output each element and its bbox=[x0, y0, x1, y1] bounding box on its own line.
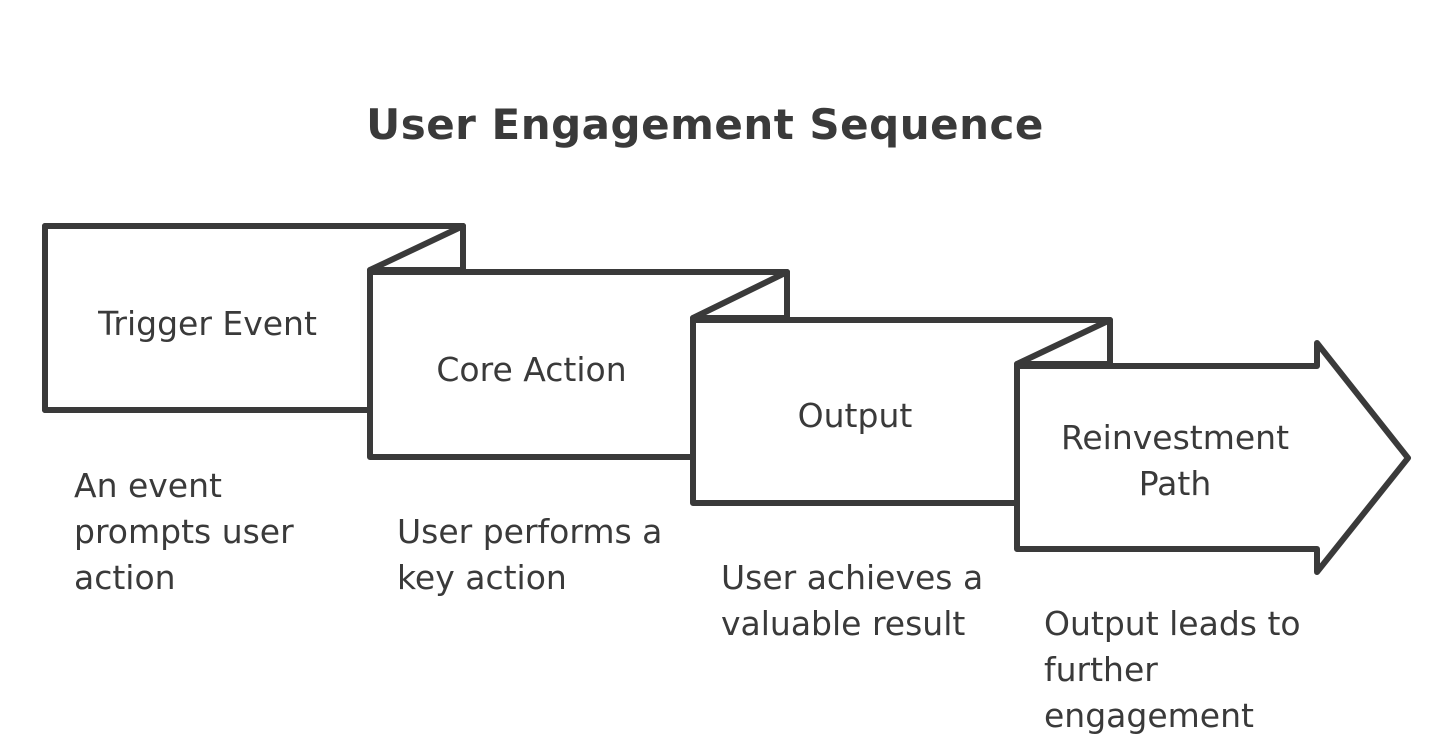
step-arrow-reinvestment-path bbox=[1014, 340, 1411, 575]
diagram-title: User Engagement Sequence bbox=[366, 100, 1044, 149]
step-label-output: Output bbox=[797, 396, 913, 435]
step-description-output: User achieves a valuable result bbox=[721, 558, 984, 643]
step-description-core-action: User performs a key action bbox=[397, 512, 663, 597]
fold-2 bbox=[690, 269, 790, 321]
step-description-trigger-event: An event prompts user action bbox=[74, 466, 294, 597]
step-label-core-action: Core Action bbox=[436, 350, 627, 389]
step-label-trigger-event: Trigger Event bbox=[98, 304, 317, 343]
step-description-reinvestment-path: Output leads to further engagement bbox=[1044, 604, 1301, 735]
step-label-reinvestment-path: Reinvestment Path bbox=[1060, 418, 1290, 503]
fold-1 bbox=[367, 223, 466, 273]
fold-3 bbox=[1014, 317, 1113, 367]
